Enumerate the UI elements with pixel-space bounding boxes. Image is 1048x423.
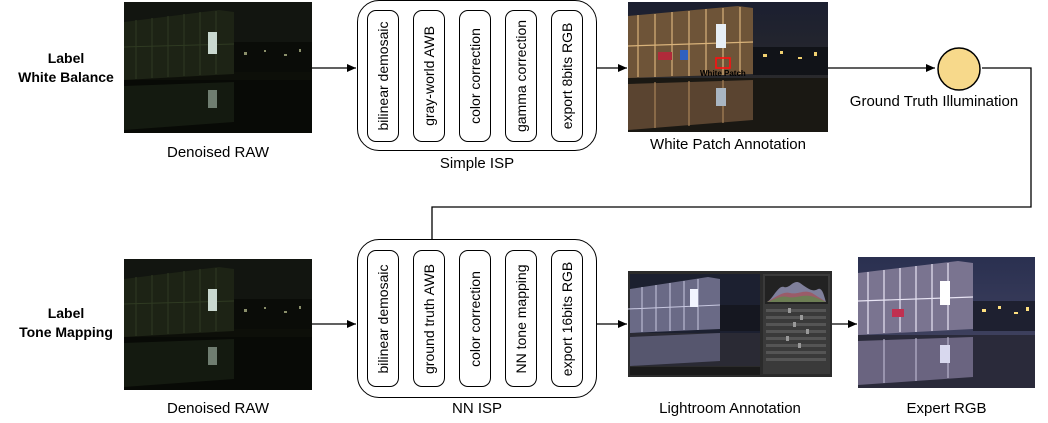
isp-step-color-correction: color correction bbox=[459, 250, 491, 387]
isp-step-export-8bits-rgb: export 8bits RGB bbox=[551, 10, 583, 142]
nn-isp-box: bilinear demosaic ground truth AWB color… bbox=[357, 239, 597, 398]
isp-step-gamma-correction: gamma correction bbox=[505, 10, 537, 142]
simple-isp-caption: Simple ISP bbox=[439, 155, 515, 172]
white-patch-label: White Patch bbox=[700, 69, 746, 78]
row-label-tone-mapping: Label Tone Mapping bbox=[6, 304, 126, 342]
row-label-white-balance: Label White Balance bbox=[6, 49, 126, 87]
simple-isp-box: bilinear demosaic gray-world AWB color c… bbox=[357, 0, 597, 151]
denoised-raw-image-1 bbox=[124, 2, 312, 133]
denoised-raw-image-2 bbox=[124, 259, 312, 390]
expert-rgb-caption: Expert RGB bbox=[906, 400, 987, 417]
arrow-illumination-to-nn-isp bbox=[428, 67, 1032, 253]
annotation-caption-2: Lightroom Annotation bbox=[659, 400, 801, 417]
annotation-caption-1: White Patch Annotation bbox=[650, 136, 806, 153]
isp-step-nn-tone-mapping: NN tone mapping bbox=[505, 250, 537, 387]
white-patch-annotation-image: White Patch bbox=[628, 2, 828, 132]
row-label-line2: White Balance bbox=[18, 69, 114, 85]
isp-step-bilinear-demosaic: bilinear demosaic bbox=[367, 10, 399, 142]
isp-step-ground-truth-awb: ground truth AWB bbox=[413, 250, 445, 387]
row-label-line2: Tone Mapping bbox=[19, 324, 113, 340]
row-label-line1: Label bbox=[47, 50, 85, 66]
raw-caption-1: Denoised RAW bbox=[167, 144, 269, 161]
isp-step-bilinear-demosaic: bilinear demosaic bbox=[367, 250, 399, 387]
illumination-node bbox=[937, 47, 981, 91]
expert-rgb-image bbox=[858, 257, 1035, 388]
isp-step-color-correction: color correction bbox=[459, 10, 491, 142]
raw-caption-2: Denoised RAW bbox=[167, 400, 269, 417]
nn-isp-caption: NN ISP bbox=[451, 400, 502, 417]
ground-truth-illumination-caption: Ground Truth Illumination bbox=[849, 93, 1019, 110]
white-patch-box bbox=[715, 57, 731, 69]
row-label-line1: Label bbox=[47, 305, 85, 321]
lightroom-annotation-image bbox=[628, 271, 832, 377]
isp-step-export-16bits-rgb: export 16bits RGB bbox=[551, 250, 583, 387]
isp-step-gray-world-awb: gray-world AWB bbox=[413, 10, 445, 142]
